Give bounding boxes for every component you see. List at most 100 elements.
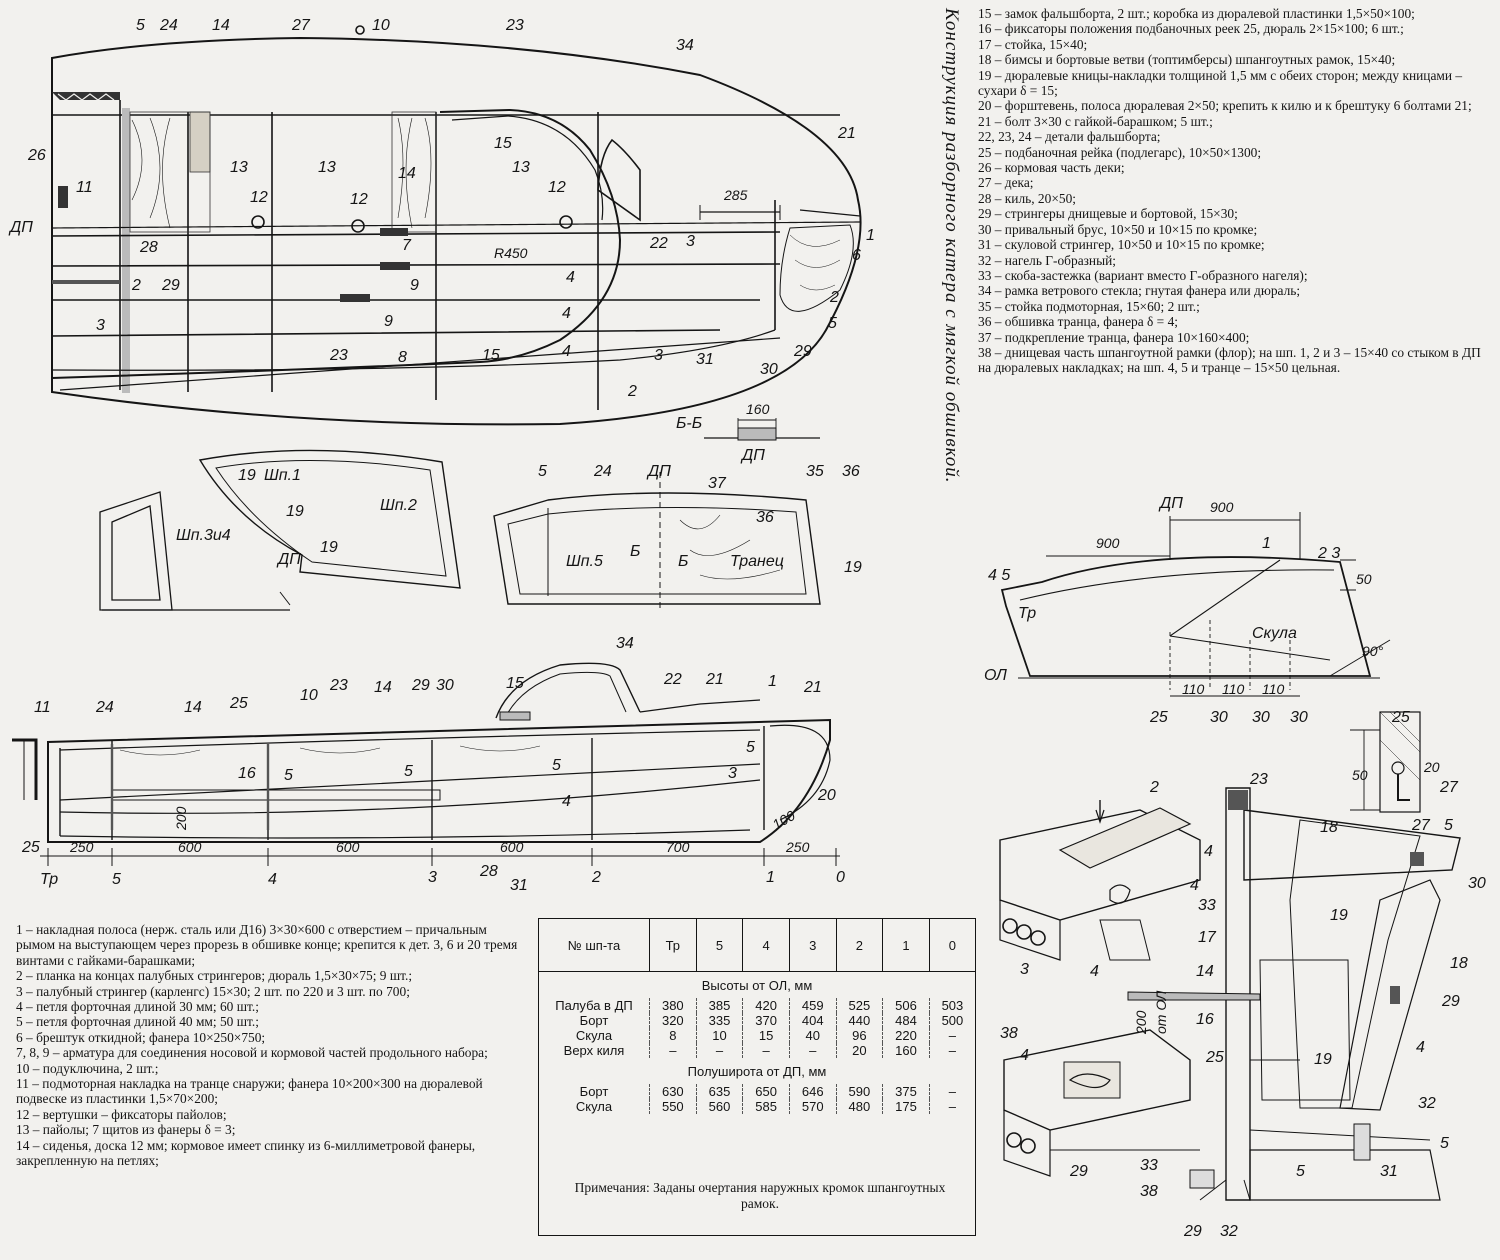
side-label: 30: [436, 677, 454, 694]
plan-label: 10: [372, 17, 390, 34]
profile-label: Скула: [1252, 625, 1297, 642]
table-cell: –: [649, 1043, 697, 1058]
legend-item: 37 – подкрепление транца, фанера 10×160×…: [978, 329, 1250, 345]
detail-label: 4: [1416, 1039, 1425, 1056]
table-cell: 650: [742, 1084, 790, 1099]
legend-item: 5 – петля форточная длиной 40 мм; 50 шт.…: [16, 1014, 259, 1030]
side-label: 29: [411, 677, 430, 694]
detail-label: 3: [1020, 961, 1029, 978]
side-label: 25: [21, 839, 40, 856]
section-label: Б-Б: [676, 415, 702, 432]
table-cell: 380: [649, 998, 697, 1013]
side-label: 3: [428, 869, 437, 886]
plan-label: 15: [482, 347, 500, 364]
plan-label: 4: [566, 269, 575, 286]
legend-item: 13 – пайолы; 7 щитов из фанеры δ = 3;: [16, 1122, 236, 1138]
plan-label: 22: [649, 235, 668, 252]
table-cell: Палуба в ДП: [555, 998, 633, 1013]
plan-label: 9: [384, 313, 393, 330]
side-label: 28: [479, 863, 498, 880]
detail-label: 5: [1440, 1135, 1449, 1152]
detail-label: 27: [1411, 817, 1431, 834]
section-label: Транец: [730, 553, 784, 570]
side-label: 15: [506, 675, 524, 692]
table-cell: 220: [882, 1028, 930, 1043]
plan-label: 5: [828, 315, 837, 332]
frames-1-4-labels: 19 Шп.1 Шп.2 19 Шп.3и4 ДП 19: [176, 467, 417, 568]
side-label: 200: [173, 806, 189, 831]
legend-item: 25 – подбаночная рейка (подлегарс), 10×5…: [978, 144, 1262, 160]
plan-label: 15: [494, 135, 512, 152]
legend-item: 22, 23, 24 – детали фальшборта;: [978, 129, 1161, 145]
plan-label: ДП: [8, 219, 33, 236]
detail-label: 5: [1444, 817, 1453, 834]
legend-item: 17 – стойка, 15×40;: [978, 36, 1088, 52]
profile-label: 110: [1182, 681, 1205, 697]
detail-label: 38: [1140, 1183, 1158, 1200]
profile-label: Тр: [1018, 605, 1036, 622]
table-cell: 335: [695, 1013, 743, 1028]
table-head-cell: 4: [742, 919, 790, 972]
table-cell: 480: [835, 1099, 883, 1114]
section-label: ДП: [646, 463, 671, 480]
table-cell: 484: [882, 1013, 930, 1028]
table-cell: Скула: [575, 1028, 613, 1043]
plan-label: 12: [548, 179, 566, 196]
profile-label: 110: [1222, 681, 1245, 697]
plan-label: 14: [212, 17, 230, 34]
side-view-labels: 34 11 24 14 25 10 23 14 29 30 15 22 21 1…: [21, 635, 845, 894]
plan-label: 21: [837, 125, 856, 142]
table-cell: 40: [788, 1028, 837, 1043]
table-cell: 10: [695, 1028, 743, 1043]
legend-item: 26 – кормовая часть деки;: [978, 160, 1125, 176]
side-label: 1: [768, 673, 777, 690]
frames-5-transom: [493, 472, 821, 610]
detail-label: 29: [1441, 993, 1460, 1010]
detail-label: 33: [1198, 897, 1216, 914]
table-cell: Скула: [575, 1099, 613, 1114]
detail-label: 4: [1204, 843, 1213, 860]
table-cell: 570: [788, 1099, 837, 1114]
side-label: 700: [666, 839, 690, 855]
plan-label: 11: [76, 179, 93, 196]
detail-label: 29: [1183, 1223, 1202, 1240]
table-cell: –: [928, 1084, 975, 1099]
plan-label: 2: [829, 289, 839, 306]
side-label: 4: [562, 793, 571, 810]
profile-label: 900: [1210, 499, 1234, 515]
profile-label: 1: [1262, 535, 1271, 552]
plan-label: 24: [159, 17, 178, 34]
section-label: Шп.1: [264, 467, 301, 484]
legend-item: 21 – болт 3×30 с гайкой-барашком; 5 шт.;: [978, 113, 1213, 129]
profile-label: 50: [1356, 571, 1372, 587]
table-cell: –: [928, 1043, 975, 1058]
detail-label: 29: [1069, 1163, 1088, 1180]
table-cell: 525: [835, 998, 883, 1013]
detail-label: 32: [1418, 1095, 1436, 1112]
table-cell: –: [788, 1043, 837, 1058]
profile-label: 2 3: [1317, 545, 1340, 562]
side-label: 25: [229, 695, 248, 712]
table-section-row: Высоты от ОЛ, мм: [539, 972, 975, 999]
plan-label: 31: [696, 351, 714, 368]
detail-label: 38: [1000, 1025, 1018, 1042]
legend-item: 20 – форштевень, полоса дюралевая 2×50; …: [978, 98, 1472, 114]
plan-label: 8: [398, 349, 407, 366]
plan-label: 9: [410, 277, 419, 294]
side-label: 34: [616, 635, 634, 652]
legend-item: 35 – стойка подмоторная, 15×60; 2 шт.;: [978, 298, 1200, 314]
plan-label: 12: [250, 189, 268, 206]
table-cell: 560: [695, 1099, 743, 1114]
section-label: 35: [806, 463, 824, 480]
table-head-cell: 3: [788, 919, 837, 972]
detail-label: 17: [1198, 929, 1217, 946]
plan-label: 29: [793, 343, 812, 360]
legend-item: 34 – рамка ветрового стекла; гнутая фане…: [978, 283, 1301, 299]
table-cell: 585: [742, 1099, 790, 1114]
table-cell: 506: [882, 998, 930, 1013]
